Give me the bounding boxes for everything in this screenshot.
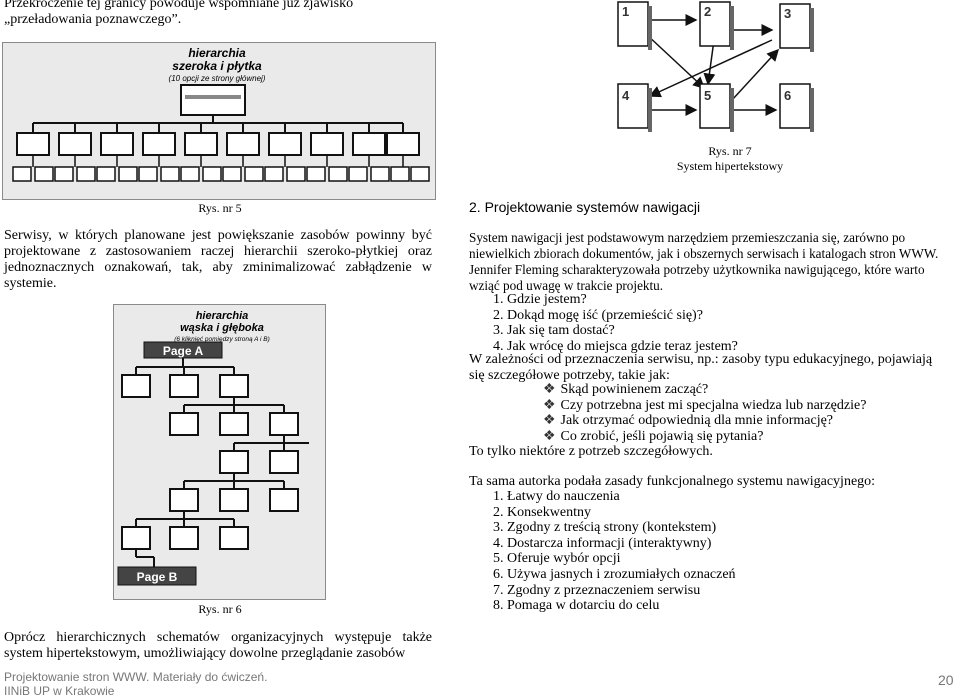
figure-hypertext: 1 2 3 4 5 6 bbox=[612, 0, 814, 140]
fig5-title-2: szeroka i płytka bbox=[172, 59, 262, 73]
top-paragraph: Przekroczenie tej granicy powoduje wspom… bbox=[4, 0, 354, 27]
fig5-title-3: (10 opcji ze strony głównej) bbox=[169, 74, 266, 83]
question-item: 3. Jak się tam dostać? bbox=[493, 323, 615, 339]
node-5-label: 5 bbox=[704, 88, 711, 103]
summary-text: To tylko niektóre z potrzeb szczegółowyc… bbox=[469, 444, 713, 459]
deep-hierarchy-diagram: hierarchia wąska i głęboka (6 kliknięć p… bbox=[117, 310, 309, 586]
bullet-item: ❖ Skąd powinienem zacząć? bbox=[543, 382, 709, 397]
page-b-box bbox=[117, 566, 197, 586]
wide-hierarchy-paragraph: Serwisy, w których planowane jest powięk… bbox=[4, 228, 432, 291]
bullet-item: ❖ Co zrobić, jeśli pojawią się pytania? bbox=[543, 428, 764, 444]
diamond-bullet-icon: ❖ bbox=[543, 397, 556, 413]
node-6-label: 6 bbox=[784, 88, 791, 103]
rule-item: 3. Zgodny z treścią strony (kontekstem) bbox=[493, 520, 717, 536]
rules-intro: Ta sama autorka podała zasady funkcjonal… bbox=[469, 474, 876, 489]
rules-list: 1. Łatwy do nauczenia 2. Konsekwentny 3.… bbox=[493, 489, 736, 614]
footer-line-2: IINiB UP w Krakowie bbox=[4, 684, 115, 698]
needs-bullet-list: ❖ Skąd powinienem zacząć? ❖ Czy potrzebn… bbox=[543, 382, 866, 444]
root-page bbox=[180, 84, 246, 116]
level1-pages bbox=[16, 123, 420, 156]
page-b-label: Page B bbox=[137, 570, 178, 584]
diamond-bullet-icon: ❖ bbox=[543, 382, 556, 397]
intro-paragraph: System nawigacji jest podstawowym narzęd… bbox=[469, 230, 939, 293]
fig5-caption: Rys. nr 5 bbox=[198, 201, 242, 215]
wide-hierarchy-diagram: hierarchia szeroka i płytka (10 opcji ze… bbox=[12, 46, 430, 182]
question-item: 4. Jak wrócę do miejsca gdzie teraz jest… bbox=[493, 338, 738, 354]
figure-deep-hierarchy: hierarchia wąska i głęboka (6 kliknięć p… bbox=[113, 304, 326, 600]
rule-item: 4. Dostarcza informacji (interaktywny) bbox=[493, 535, 712, 551]
level2-pages bbox=[12, 155, 430, 182]
questions-list: 1. Gdzie jestem? 2. Dokąd mogę iść (prze… bbox=[493, 292, 738, 354]
node-1-label: 1 bbox=[622, 4, 629, 19]
diamond-bullet-icon: ❖ bbox=[543, 428, 556, 444]
question-item: 2. Dokąd mogę iść (przemieścić się)? bbox=[493, 307, 703, 323]
fig7-caption-2: System hipertekstowy bbox=[676, 159, 784, 173]
figure-wide-hierarchy: hierarchia szeroka i płytka (10 opcji ze… bbox=[2, 42, 436, 200]
node-5 bbox=[699, 83, 731, 129]
fig6-caption: Rys. nr 6 bbox=[198, 602, 242, 616]
node-3 bbox=[779, 3, 811, 49]
page-number: 20 bbox=[938, 672, 954, 688]
fig6-title-1: hierarchia bbox=[196, 310, 249, 322]
diamond-bullet-icon: ❖ bbox=[543, 413, 556, 429]
rule-item: 5. Oferuje wybór opcji bbox=[493, 551, 621, 567]
bullet-item: ❖ Jak otrzymać odpowiednią dla mnie info… bbox=[543, 413, 834, 429]
dependency-paragraph: W zależności od przeznaczenia serwisu, n… bbox=[469, 352, 933, 383]
fig6-title-2: wąska i głęboka bbox=[180, 322, 264, 334]
section-heading: 2. Projektowanie systemów nawigacji bbox=[469, 199, 701, 215]
hypertext-diagram: 1 2 3 4 5 6 bbox=[617, 1, 814, 132]
fig6-title-3: (6 kliknięć pomiędzy stroną A i B) bbox=[174, 336, 270, 343]
node-3-label: 3 bbox=[784, 6, 791, 21]
rule-item: 7. Zgodny z przeznaczeniem serwisu bbox=[493, 582, 701, 598]
node-2-label: 2 bbox=[704, 4, 711, 19]
rule-item: 2. Konsekwentny bbox=[493, 504, 591, 520]
footer: Projektowanie stron WWW. Materiały do ćw… bbox=[4, 670, 267, 698]
fig5-title-1: hierarchia bbox=[188, 46, 246, 60]
rule-item: 6. Używa jasnych i zrozumiałych oznaczeń bbox=[493, 566, 736, 582]
rule-item: 8. Pomaga w dotarciu do celu bbox=[493, 598, 660, 614]
node-6 bbox=[779, 83, 811, 129]
node-4-label: 4 bbox=[622, 88, 630, 103]
question-item: 1. Gdzie jestem? bbox=[493, 292, 587, 307]
node-2 bbox=[699, 1, 731, 47]
hypertext-paragraph: Oprócz hierarchicznych schematów organiz… bbox=[4, 630, 432, 661]
fig7-caption-1: Rys. nr 7 bbox=[708, 144, 752, 158]
bullet-item: ❖ Czy potrzebna jest mi specjalna wiedza… bbox=[543, 397, 867, 413]
rule-item: 1. Łatwy do nauczenia bbox=[493, 489, 620, 504]
footer-line-1: Projektowanie stron WWW. Materiały do ćw… bbox=[4, 670, 268, 684]
fig7-caption: Rys. nr 7 System hipertekstowy bbox=[640, 144, 820, 174]
page-a-label: Page A bbox=[163, 344, 204, 358]
